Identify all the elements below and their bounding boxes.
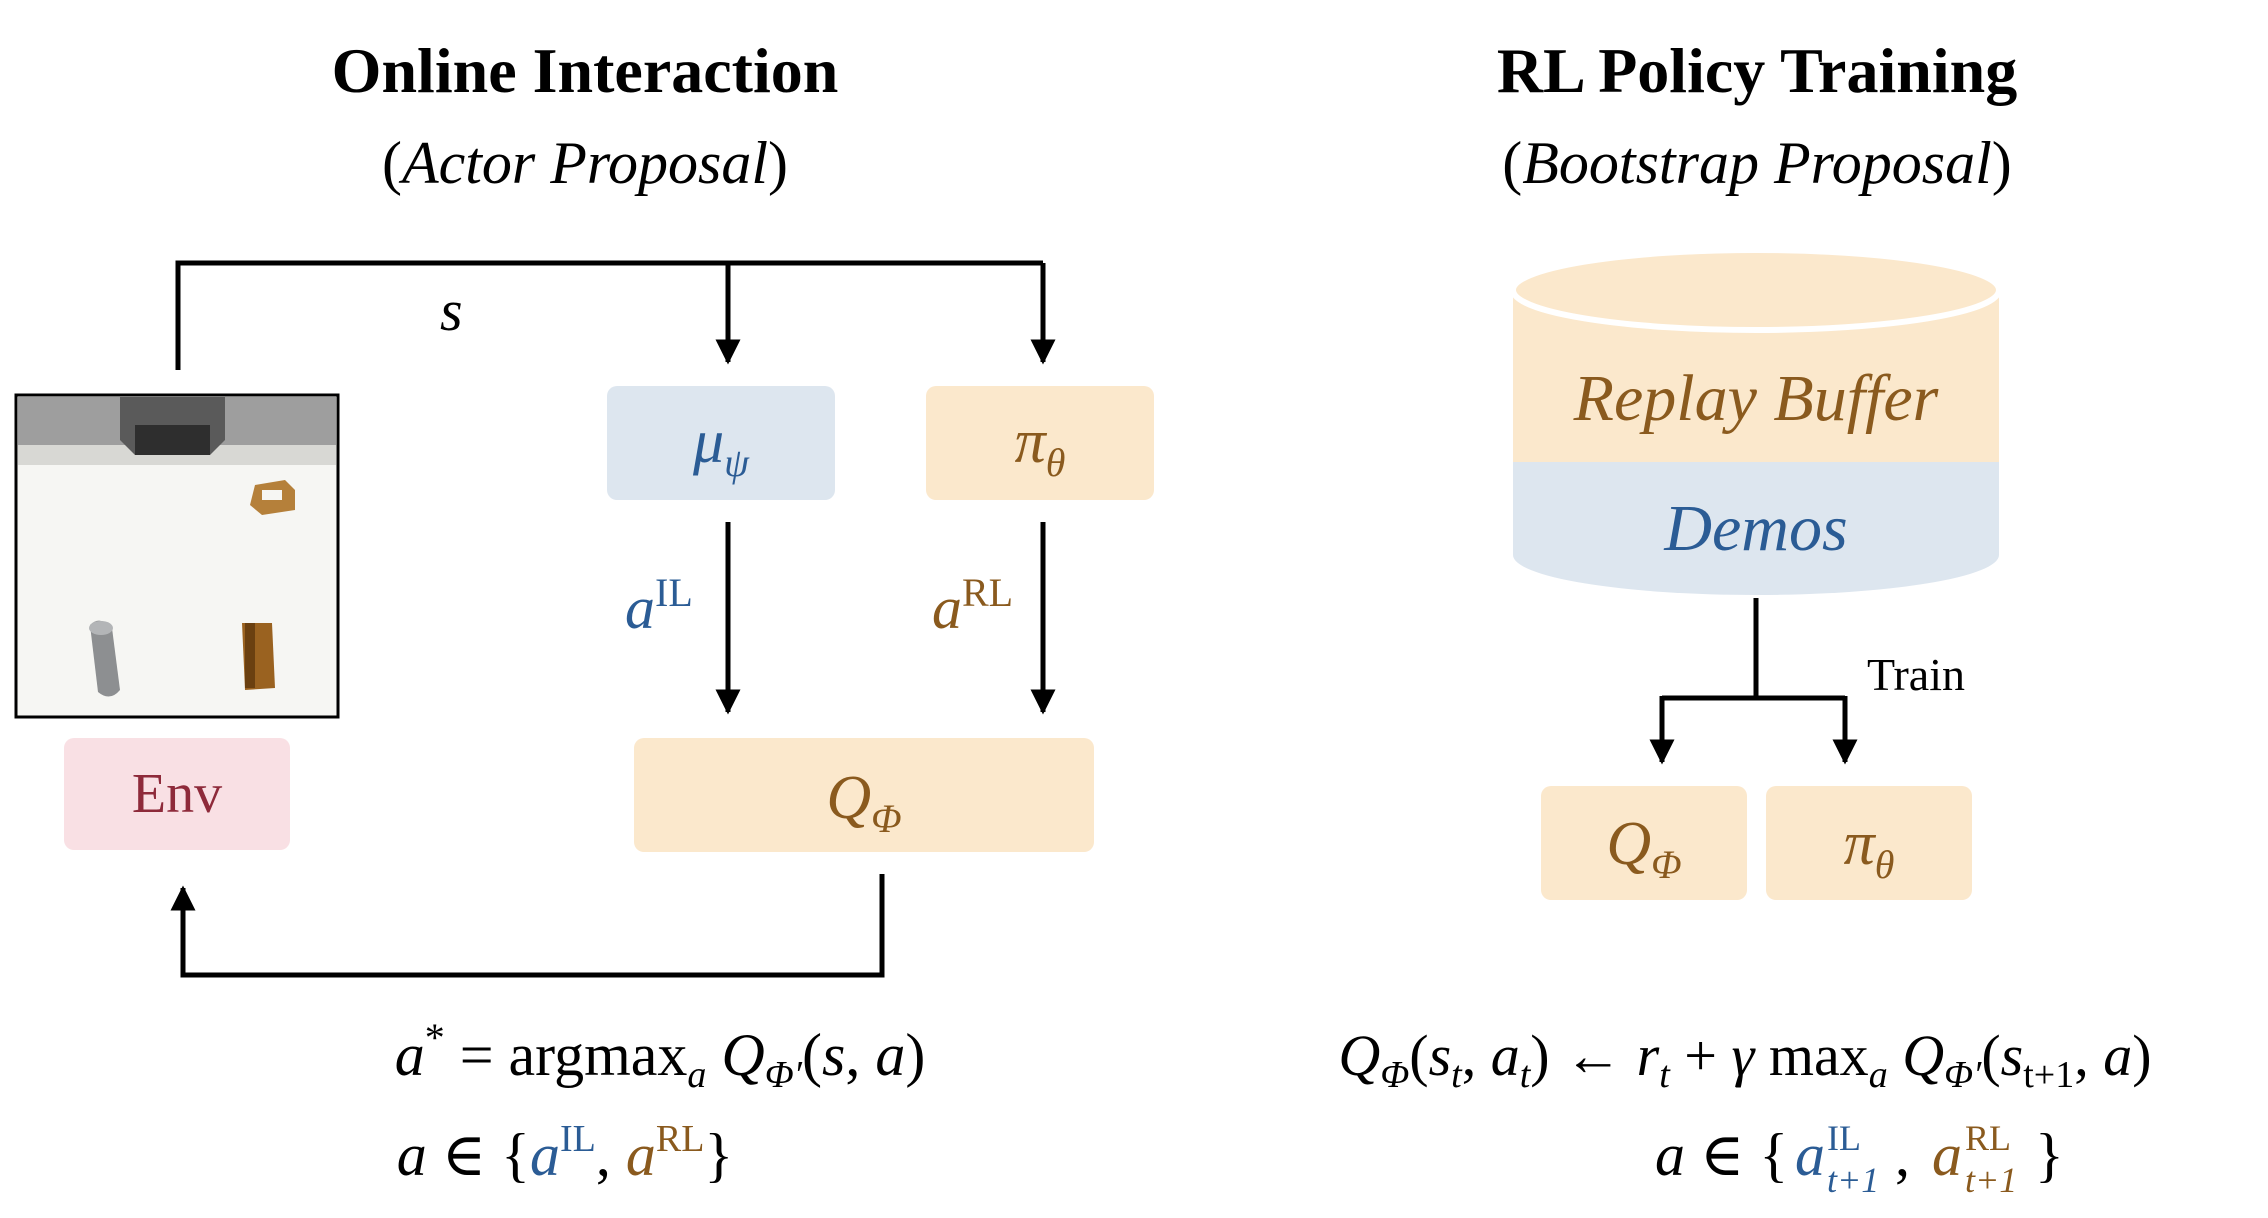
train-q-box <box>1541 786 1747 900</box>
state-line <box>175 260 1043 370</box>
il-action-label: aIL <box>625 570 693 641</box>
rl-action-label: aRL <box>932 570 1013 641</box>
left-equation-action-set: a ∈ {aIL, aRL} <box>397 1118 733 1188</box>
svg-text:IL: IL <box>1827 1118 1861 1158</box>
svg-text:a: a <box>1932 1122 1962 1188</box>
train-branch-line <box>1662 598 1845 701</box>
left-panel-title: Online Interaction <box>332 35 839 106</box>
replay-buffer-label: Replay Buffer <box>1573 362 1939 435</box>
state-label: s <box>440 278 463 343</box>
svg-text:}: } <box>2035 1122 2064 1188</box>
svg-text:,: , <box>1895 1122 1910 1188</box>
rl-policy-label: πθ <box>1015 408 1066 485</box>
right-equation-action-set: a ∈ { a IL t+1 , a RL t+1 } <box>1655 1118 2064 1200</box>
left-panel-subtitle: (Actor Proposal) <box>382 130 788 196</box>
svg-text:t+1: t+1 <box>1827 1160 1879 1200</box>
il-policy-label: μψ <box>692 408 750 485</box>
train-label: Train <box>1867 649 1965 700</box>
svg-text:a: a <box>1795 1122 1825 1188</box>
il-policy-box <box>607 386 835 500</box>
q-critic-label: QΦ <box>826 764 901 841</box>
train-q-label: QΦ <box>1606 810 1681 887</box>
best-action-return-line <box>170 874 885 978</box>
train-pi-label: πθ <box>1844 810 1895 887</box>
right-panel-title: RL Policy Training <box>1497 35 2017 106</box>
demos-label: Demos <box>1663 492 1847 565</box>
replay-buffer-cylinder <box>1510 247 2002 595</box>
env-scene-image <box>14 393 340 719</box>
right-equation-bellman: QΦ(st, at) ← rt + γ maxa QΦ′(st+1, a) <box>1338 1023 2151 1096</box>
right-panel-subtitle: (Bootstrap Proposal) <box>1502 130 2011 196</box>
svg-text:a ∈ {: a ∈ { <box>1655 1122 1788 1188</box>
env-label: Env <box>132 763 222 825</box>
train-pi-box <box>1766 786 1972 900</box>
env-box <box>64 738 290 850</box>
svg-text:t+1: t+1 <box>1965 1160 2017 1200</box>
q-critic-box <box>634 738 1094 852</box>
left-equation-argmax: a* = argmaxa QΦ′(s, a) <box>395 1015 926 1096</box>
rl-policy-box <box>926 386 1154 500</box>
svg-text:RL: RL <box>1965 1118 2011 1158</box>
